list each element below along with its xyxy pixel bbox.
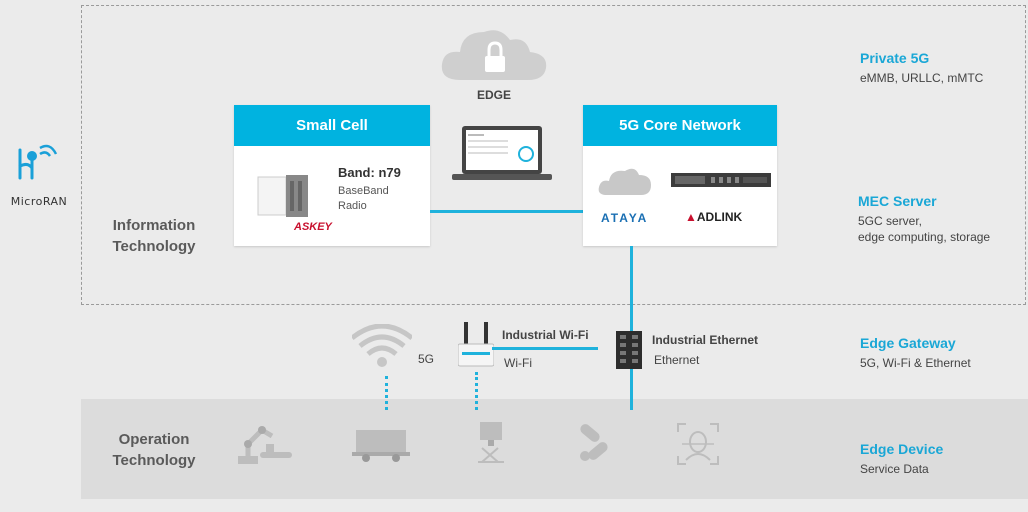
lock-cloud-icon: [438, 22, 550, 84]
brand-name: MicroRAN: [10, 195, 68, 208]
edge-label: EDGE: [476, 88, 511, 102]
small-cell-device-icon: [256, 173, 312, 224]
truck-icon: [352, 426, 412, 467]
link-wifi-to-device: [475, 372, 478, 410]
machine-icon: [472, 420, 512, 471]
microran-logo-mark: [18, 144, 58, 180]
right-title-edge-device: Edge Device: [860, 441, 944, 457]
core-network-card: 5G Core Network ATAYA ▲ADLINK: [583, 105, 777, 246]
link-core-to-ethernet: [630, 246, 633, 333]
face-scan-icon: [676, 422, 720, 471]
ethernet-label: Ethernet: [654, 353, 700, 367]
right-title-mec-server: MEC Server: [858, 193, 937, 209]
right-sub-private-5g: eMMB, URLLC, mMTC: [860, 71, 984, 85]
right-title-private-5g: Private 5G: [860, 50, 930, 66]
adlink-logo: ▲ADLINK: [685, 210, 742, 224]
small-cell-card: Small Cell Band: n79 BaseBand Radio ASKE…: [234, 105, 430, 246]
industrial-ethernet-title: Industrial Ethernet: [652, 333, 759, 347]
right-sub-mec-server: 5GC server, edge computing, storage: [858, 214, 991, 244]
pills-icon: [575, 424, 615, 469]
wifi-label: Wi-Fi: [504, 356, 532, 370]
five-g-label: 5G: [418, 352, 435, 366]
right-sub-edge-device: Service Data: [860, 462, 929, 476]
operation-technology-label: Operation Technology: [112, 431, 196, 469]
link-wifi-to-ethernet: [492, 347, 598, 350]
askey-logo: ASKEY: [294, 221, 332, 233]
core-network-title: 5G Core Network: [583, 105, 777, 146]
microran-logo: MicroRAN: [4, 132, 74, 208]
small-cell-radio: Radio: [338, 200, 367, 212]
adlink-text: ADLINK: [696, 210, 743, 224]
adlink-mark-icon: ▲: [685, 210, 697, 224]
industrial-wifi-title: Industrial Wi-Fi: [502, 328, 589, 342]
operation-technology-band: [81, 399, 1028, 499]
right-item-mec-server: MEC Server 5GC server, edge computing, s…: [858, 193, 1026, 245]
robot-arm-icon: [230, 418, 294, 471]
right-item-edge-device: Edge Device Service Data: [860, 441, 1025, 477]
link-ethernet-to-device: [630, 368, 633, 410]
information-technology-frame: [81, 5, 1026, 305]
small-cell-band: Band: n79: [338, 165, 401, 180]
wifi-router-icon: [457, 320, 495, 377]
cloud-icon: [597, 165, 653, 202]
right-sub-edge-gateway: 5G, Wi-Fi & Ethernet: [860, 356, 971, 370]
small-cell-baseband: BaseBand: [338, 185, 389, 197]
ataya-logo: ATAYA: [601, 211, 649, 225]
right-item-private-5g: Private 5G eMMB, URLLC, mMTC: [860, 50, 1025, 86]
server-rack-icon: [671, 171, 771, 194]
information-technology-label: Information Technology: [112, 217, 196, 255]
right-title-edge-gateway: Edge Gateway: [860, 335, 956, 351]
small-cell-title: Small Cell: [234, 105, 430, 146]
link-5g-to-device: [385, 376, 388, 410]
wireless-signal-icon: [350, 323, 414, 375]
link-small-cell-to-core: [430, 210, 583, 213]
laptop-icon: [450, 124, 554, 187]
ethernet-switch-icon: [614, 331, 644, 374]
right-item-edge-gateway: Edge Gateway 5G, Wi-Fi & Ethernet: [860, 335, 1025, 371]
